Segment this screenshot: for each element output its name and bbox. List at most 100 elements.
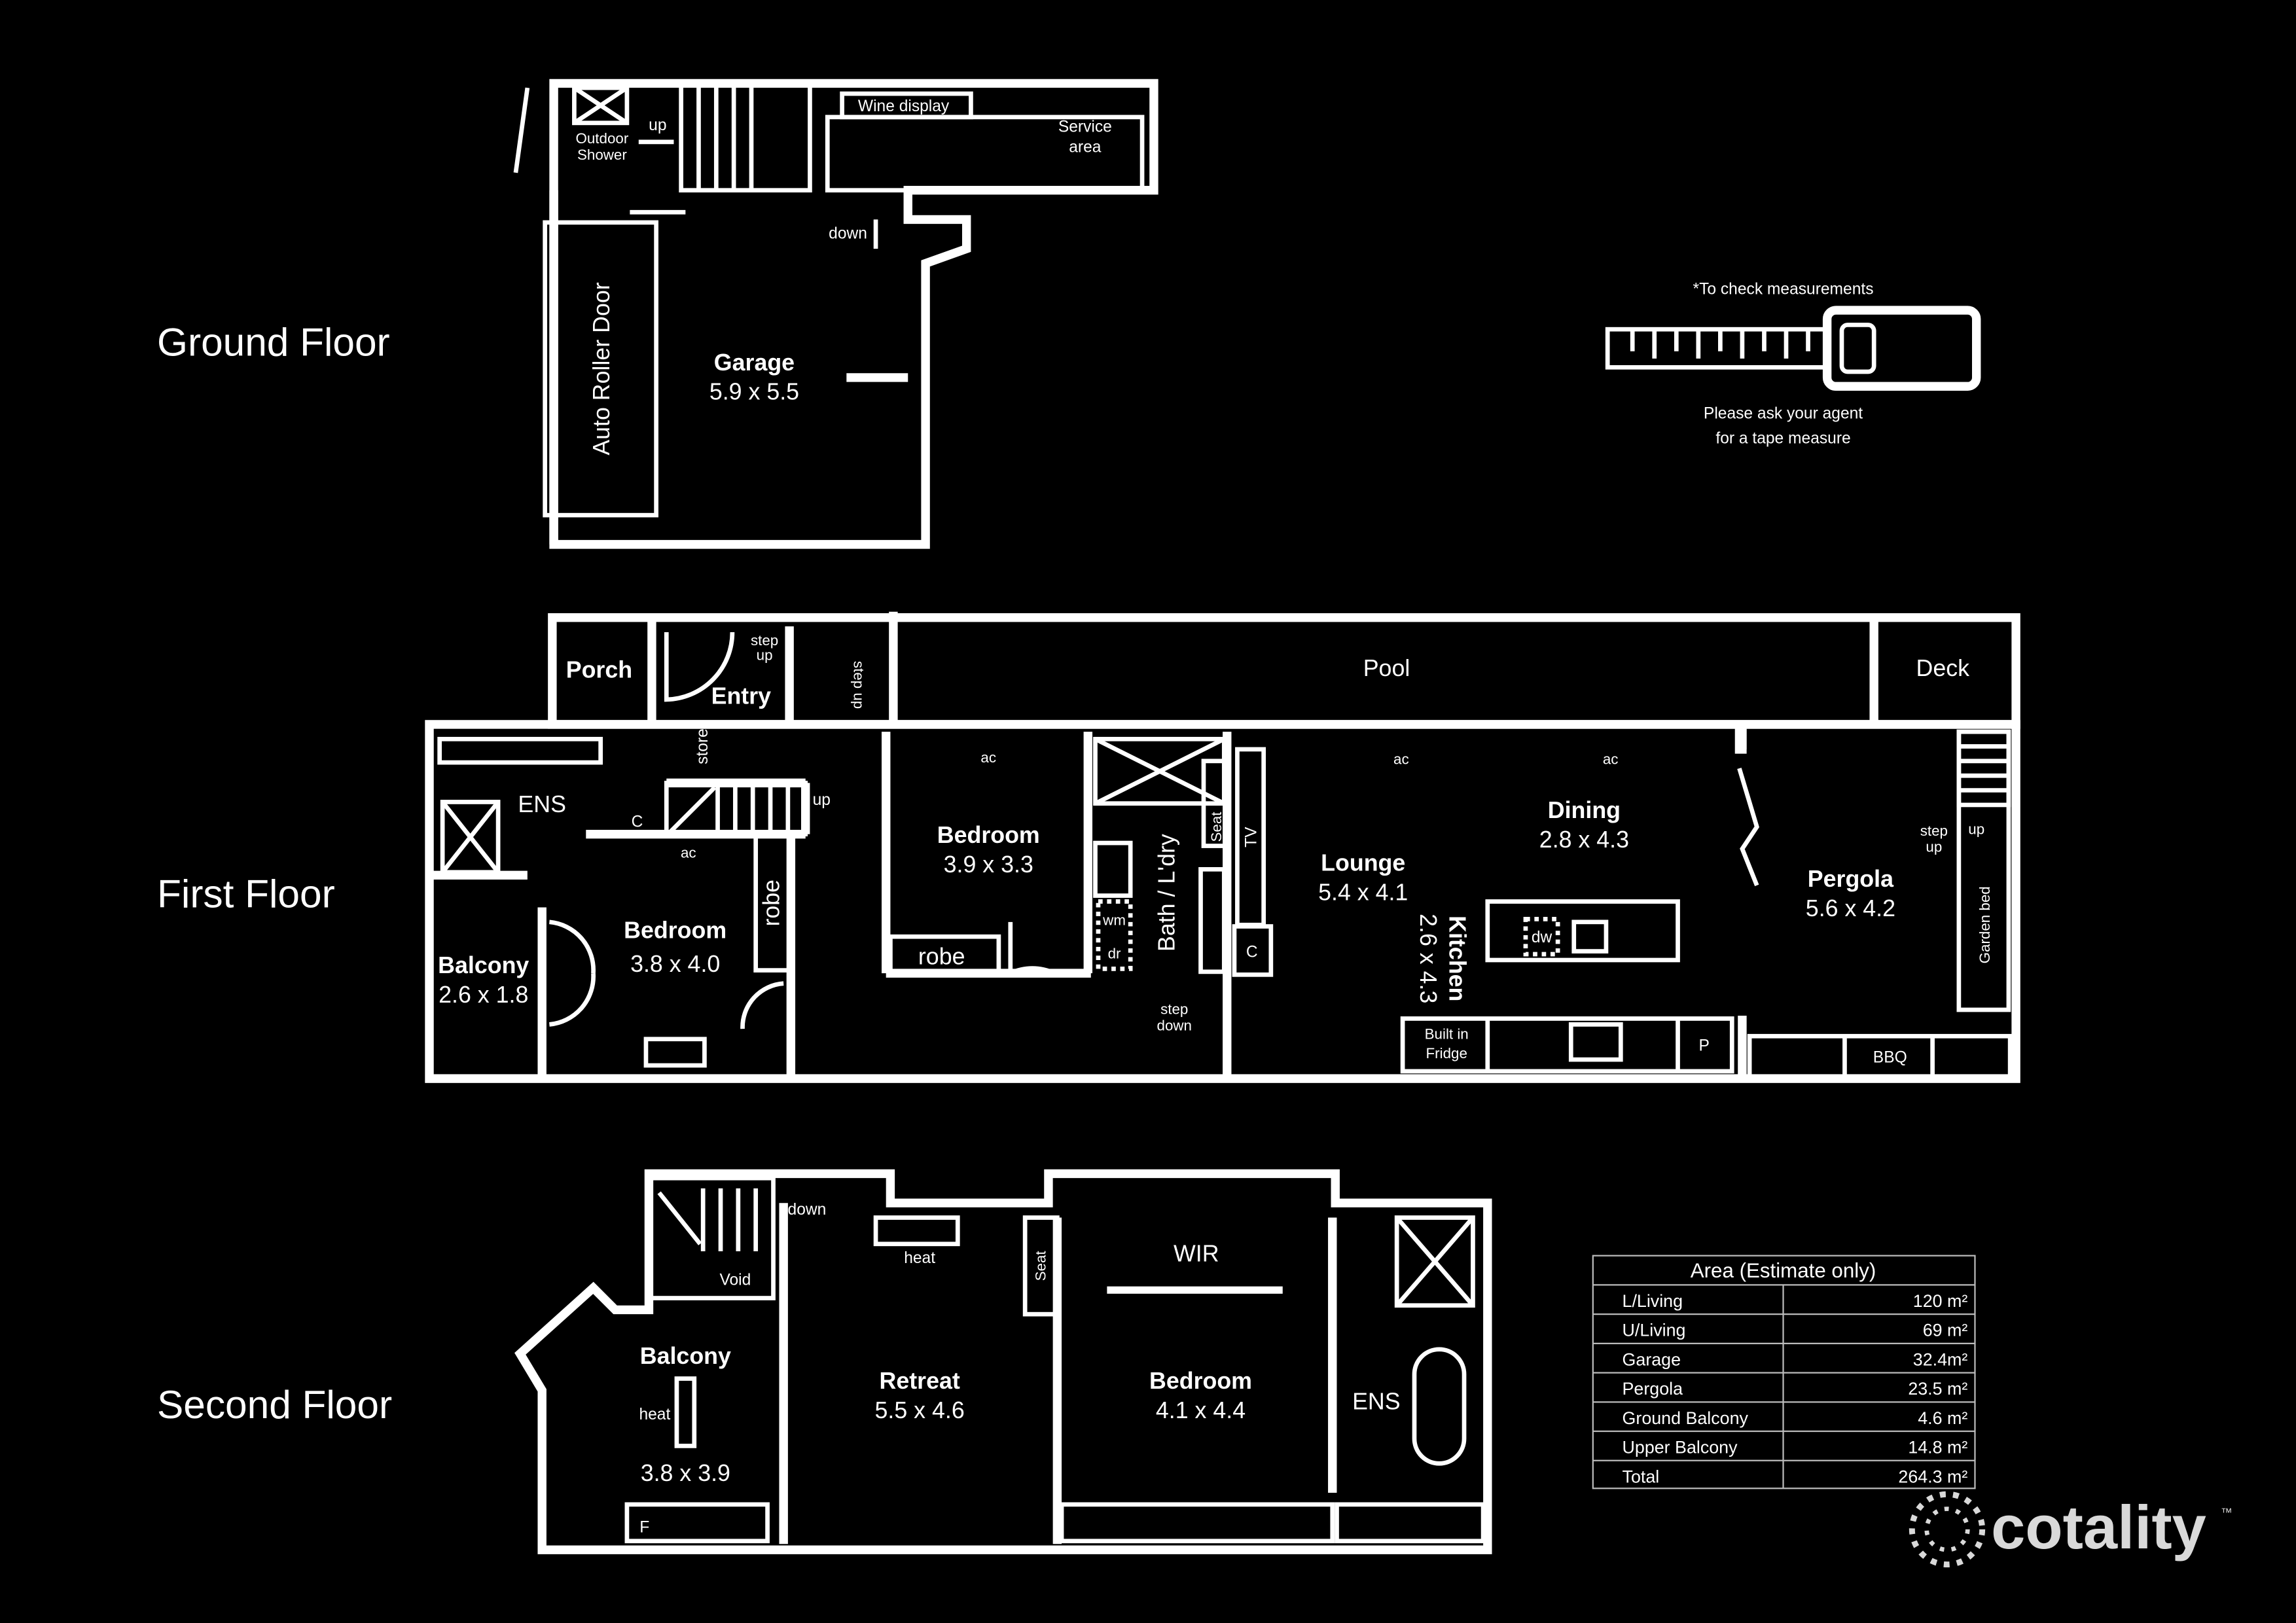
label-dining-dims: 2.8 x 4.3 [1539,827,1629,853]
logo-trademark: ™ [2221,1506,2233,1519]
tape-line-2: for a tape measure [1715,430,1850,448]
label-step-down-2: down [1157,1017,1192,1033]
label-dishwasher: dw [1532,929,1552,946]
label-garage-dims: 5.9 x 5.5 [709,378,799,404]
label-roller-door: Auto Roller Door [588,282,615,455]
label-bedroom: Bedroom [1149,1368,1252,1394]
label-service-area-2: area [1069,139,1102,156]
label-balcony-dims: 2.6 x 1.8 [439,982,528,1008]
label-bath-laundry: Bath / L'dry [1153,834,1179,952]
second-floor-plan: down Void heat Seat WIR Balcony heat 3.8… [514,1169,1492,1554]
tape-measure-icon [1605,306,1981,391]
label-tv: TV [1242,827,1260,847]
label-bedroom-1: Bedroom [624,917,726,943]
door-swing [740,981,784,1029]
label-down: down [829,225,867,243]
ground-floor-title: Ground Floor [157,319,390,364]
label-step-up-3: step [1920,823,1948,839]
ac-unit-icon: ac [1603,751,1619,767]
label-pergola-dims: 5.6 x 4.2 [1806,895,1895,921]
area-row-value: 4.6 m² [1918,1408,1967,1428]
label-step-up: step [751,632,778,649]
label-washing-machine: wm [1102,912,1126,928]
second-floor-title: Second Floor [157,1382,392,1427]
logo-text: cotality [1991,1493,2206,1561]
cotality-logo: cotality ™ [1909,1491,2233,1568]
area-table-title: Area (Estimate only) [1691,1259,1876,1282]
label-robe: robe [758,880,784,927]
label-pantry: P [1699,1037,1710,1055]
globe-dots-icon [1909,1491,1986,1568]
label-balcony: Balcony [640,1343,731,1369]
area-row-label: U/Living [1623,1321,1686,1340]
label-balcony: Balcony [438,952,529,978]
label-bbq: BBQ [1873,1049,1907,1067]
label-lounge-dims: 5.4 x 4.1 [1318,879,1408,905]
label-cupboard-2: C [1246,944,1258,961]
stairs-icon [679,81,812,193]
shower-icon [440,800,501,875]
label-up: up [813,791,831,809]
label-seat: Seat [1208,812,1225,842]
area-row-label: Upper Balcony [1623,1438,1738,1457]
label-dining: Dining [1548,797,1621,823]
sink-icon [1571,919,1609,954]
label-step-up-2: up [757,647,773,664]
label-robe-2: robe [918,944,965,970]
label-dryer: dr [1108,946,1121,962]
label-pergola: Pergola [1808,866,1894,892]
label-garage: Garage [714,349,795,376]
kitchen-island [1485,899,1680,963]
label-fridge: Built in [1425,1026,1469,1043]
label-retreat-dims: 5.5 x 4.6 [875,1397,965,1423]
shower-icon [572,85,630,126]
area-row-value: 32.4m² [1913,1349,1968,1369]
label-fridge-2: Fridge [1426,1045,1467,1061]
label-outdoor-shower: Outdoor [575,130,628,147]
ac-unit-icon: ac [681,844,696,861]
wine-display [840,91,973,120]
door-swing [664,632,735,702]
area-row-label: L/Living [1623,1291,1683,1311]
door-swing [1008,921,1056,977]
area-row-value: 23.5 m² [1908,1379,1967,1399]
stairs-icon [664,781,808,837]
label-wine-display: Wine display [858,98,950,115]
label-kitchen-dims: 2.6 x 4.3 [1415,914,1441,1003]
label-step-down: step [1160,1001,1188,1018]
tape-measure-note: *To check measurements Please ask your a… [1605,280,1981,448]
roller-door [543,220,658,518]
area-row-value: 14.8 m² [1908,1438,1967,1457]
area-row-label: Ground Balcony [1623,1408,1749,1428]
label-retreat: Retreat [880,1368,960,1394]
label-up-2: up [1968,821,1984,838]
tape-line-1: Please ask your agent [1704,405,1863,423]
area-row-label: Total [1623,1467,1660,1486]
label-bedroom-dims: 4.1 x 4.4 [1156,1397,1246,1423]
label-lounge: Lounge [1321,850,1405,876]
tape-note: *To check measurements [1693,280,1874,298]
label-bedroom-2-dims: 3.9 x 3.3 [944,851,1033,878]
label-ens: ENS [518,791,566,817]
label-pool: Pool [1363,655,1410,681]
label-cupboard: C [632,813,643,830]
stairs-icon [1956,729,2011,808]
area-row-value: 264.3 m² [1898,1467,1967,1486]
label-wir: WIR [1174,1241,1219,1267]
area-row-label: Garage [1623,1349,1681,1369]
label-heat-2: heat [639,1406,670,1423]
cooktop-icon [1568,1022,1623,1062]
label-down: down [788,1201,827,1219]
label-step-up-3b: up [1926,838,1942,855]
label-kitchen: Kitchen [1444,916,1471,1001]
label-balcony-dims: 3.8 x 3.9 [641,1460,730,1486]
label-void: Void [719,1271,751,1289]
label-step-up-rotated: step up [851,661,867,709]
ac-unit-icon: ac [1393,751,1409,767]
label-fridge: F [639,1518,649,1536]
first-floor-title: First Floor [157,871,335,916]
door-swing [549,919,596,1027]
area-row-value: 69 m² [1923,1321,1968,1340]
label-entry: Entry [711,683,772,709]
